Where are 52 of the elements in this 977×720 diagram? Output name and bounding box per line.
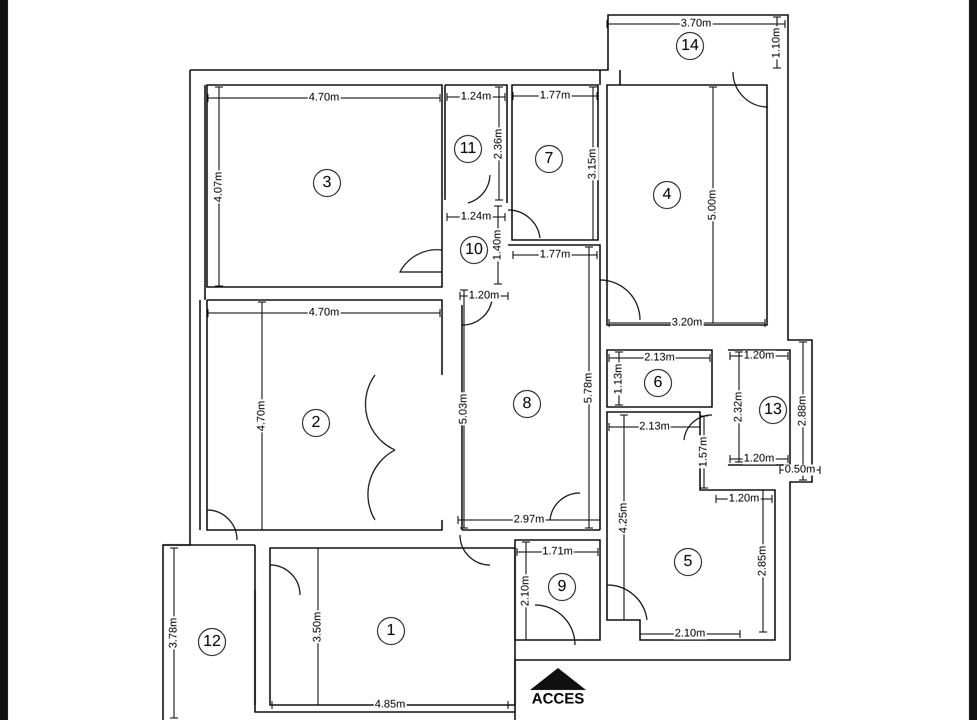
dimension-label: 4.70m (308, 308, 340, 318)
dimension-label: 3.15m (588, 147, 598, 180)
dimension-label: 1.24m (460, 92, 492, 102)
dimension-label: 1.13m (614, 362, 624, 395)
room-number: 2 (302, 409, 330, 437)
room-number: 4 (653, 181, 681, 209)
dimension-label: 4.85m (374, 700, 406, 710)
dimension-label: 5.78m (584, 371, 594, 404)
dimension-label: 2.13m (643, 352, 676, 364)
room-number: 3 (313, 169, 341, 197)
dimension-label: 1.24m (460, 212, 492, 222)
dimension-label: 2.10m (520, 574, 532, 608)
room-number: 6 (644, 369, 672, 397)
room-number: 12 (198, 628, 226, 656)
dimension-label: 2.32m (734, 390, 744, 424)
room-number: 11 (454, 135, 482, 163)
dimension-label: 1.40m (492, 228, 504, 262)
dimension-label: 5.03m (458, 392, 470, 426)
dimension-label: 3.70m (680, 18, 712, 30)
dimension-label: 2.88m (798, 394, 808, 428)
dimension-label: 1.77m (538, 90, 572, 102)
entrance-label: ACCES (532, 692, 584, 706)
room-number: 13 (759, 396, 787, 424)
room-number: 1 (377, 617, 405, 645)
dimension-label: 1.20m (468, 290, 500, 302)
dimension-label: 1.71m (541, 546, 574, 558)
dimension-label: 1.20m (742, 350, 776, 362)
dimension-label: 2.85m (758, 544, 768, 578)
dimension-label: 1.10m (772, 26, 782, 59)
dimension-label: 3.20m (670, 318, 704, 328)
dimension-label: 2.13m (638, 422, 671, 432)
dimension-label: 1.57m (698, 436, 710, 468)
room-number: 10 (460, 236, 488, 264)
dimension-label: 3.50m (312, 610, 324, 643)
dimension-label: 0.50m (784, 464, 816, 476)
dimension-label: 4.07m (214, 170, 224, 203)
dimension-label: 2.10m (674, 628, 706, 640)
dimension-label: 1.20m (728, 494, 760, 504)
dimension-label: 3.78m (168, 616, 180, 650)
dimension-label: 4.25m (618, 501, 630, 534)
dimension-label: 1.20m (742, 454, 776, 464)
dimension-label: 2.97m (512, 514, 546, 526)
dimension-label: 4.70m (308, 92, 340, 104)
room-number: 14 (676, 32, 704, 60)
room-number: 9 (548, 573, 576, 601)
dimension-label: 2.36m (494, 127, 504, 160)
room-number: 5 (674, 548, 702, 576)
dimension-label: 4.70m (256, 400, 268, 432)
room-number: 7 (535, 145, 563, 173)
dimension-label: 5.00m (708, 188, 718, 222)
dimension-label: 1.77m (538, 250, 572, 260)
room-number: 8 (513, 390, 541, 418)
